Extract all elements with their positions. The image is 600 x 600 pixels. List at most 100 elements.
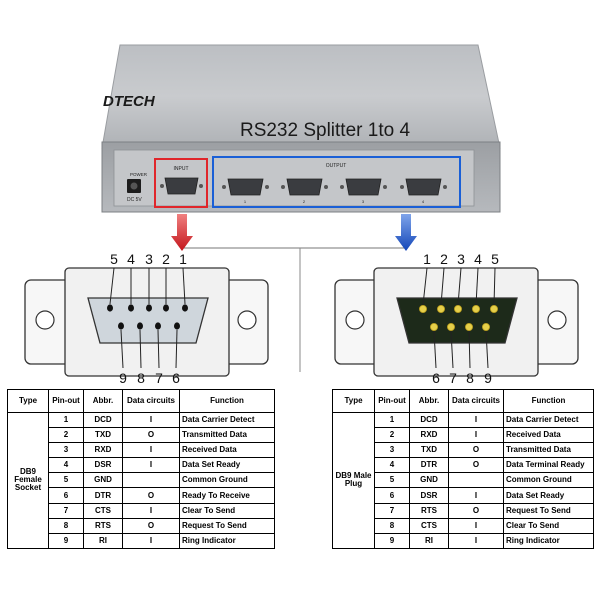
- pin-6: [429, 322, 438, 331]
- function-cell: Clear To Send: [179, 502, 275, 519]
- pin-2: [163, 304, 169, 312]
- function-cell: Ring Indicator: [503, 532, 594, 549]
- pin-8: [464, 322, 473, 331]
- pin-4: [471, 304, 480, 313]
- pin-number-label: 7: [449, 370, 457, 386]
- data-circuit-cell: I: [122, 442, 180, 459]
- data-circuit-cell: O: [122, 427, 180, 444]
- pin-number-label: 6: [432, 370, 440, 386]
- pin-leader-line: [422, 267, 428, 306]
- output-port-3[interactable]: 3: [340, 178, 387, 204]
- pin-leader-line: [450, 330, 454, 369]
- mount-hole-icon: [345, 310, 365, 330]
- data-circuit-cell: I: [122, 502, 180, 519]
- data-circuit-cell: I: [448, 487, 504, 504]
- output-port-4[interactable]: 4: [400, 178, 447, 204]
- pin-leader-line: [109, 267, 115, 305]
- function-cell: Data Carrier Detect: [503, 411, 594, 429]
- function-cell: Request To Send: [503, 502, 594, 519]
- input-label: INPUT: [174, 166, 189, 172]
- pin-2: [436, 304, 445, 313]
- power-label: POWER: [130, 172, 148, 177]
- input-db9-port[interactable]: [160, 177, 203, 195]
- table-header-row: Type Pin-out Abbr. Data circuits Functio…: [332, 389, 594, 413]
- pin-leader-line: [175, 329, 178, 369]
- function-cell: Common Ground: [179, 472, 275, 489]
- pin-number-cell: 6: [48, 487, 84, 504]
- function-cell: Data Carrier Detect: [179, 411, 275, 429]
- pin-3: [146, 304, 152, 312]
- column-header: Data circuits: [122, 389, 180, 413]
- abbreviation-cell: RTS: [409, 502, 449, 519]
- pin-number-cell: 1: [374, 411, 410, 429]
- data-circuit-cell: O: [448, 457, 504, 474]
- mount-hole-icon: [237, 310, 257, 330]
- mount-hole-icon: [35, 310, 55, 330]
- pin-5: [107, 304, 113, 312]
- pin-number-cell: 5: [48, 472, 84, 489]
- pin-number-cell: 7: [48, 502, 84, 519]
- device-title: RS232 Splitter 1to 4: [240, 120, 410, 141]
- column-header: Function: [503, 389, 594, 413]
- abbreviation-cell: RXD: [83, 442, 123, 459]
- pin-number-cell: 7: [374, 502, 410, 519]
- function-cell: Data Terminal Ready: [503, 457, 594, 474]
- data-circuit-cell: I: [122, 457, 180, 474]
- abbreviation-cell: GND: [83, 472, 123, 489]
- connector-type-cell: DB9 Female Socket: [7, 412, 49, 549]
- pin-9: [118, 322, 124, 330]
- pin-number-label: 4: [127, 251, 135, 267]
- data-circuit-cell: I: [448, 517, 504, 534]
- input-highlight-box: [154, 158, 208, 208]
- pin-leader-line: [139, 329, 142, 369]
- db9-male-diagram: [334, 267, 579, 377]
- data-circuit-cell: O: [448, 442, 504, 459]
- pin-number-cell: 9: [374, 532, 410, 549]
- splitter-device: DTECH RS232 Splitter 1to 4 POWER DC 5V I…: [101, 44, 501, 213]
- abbreviation-cell: TXD: [409, 442, 449, 459]
- pin-4: [128, 304, 134, 312]
- abbreviation-cell: RI: [409, 532, 449, 549]
- pin-number-cell: 8: [48, 517, 84, 534]
- pin-5: [489, 304, 498, 313]
- function-cell: Received Data: [503, 427, 594, 444]
- data-circuit-cell: [448, 472, 504, 489]
- pin-leader-line: [120, 329, 124, 369]
- mount-hole-icon: [547, 310, 567, 330]
- data-circuit-cell: I: [448, 411, 504, 429]
- signal-lines: [171, 214, 417, 372]
- output-port-number: 4: [422, 199, 425, 204]
- pin-leader-line: [475, 267, 479, 306]
- abbreviation-cell: DSR: [83, 457, 123, 474]
- pin-number-label: 9: [484, 370, 492, 386]
- function-cell: Transmitted Data: [503, 442, 594, 459]
- pin-leader-line: [157, 329, 160, 369]
- pin-number-cell: 4: [48, 457, 84, 474]
- pin-1: [182, 304, 188, 312]
- output-port-number: 1: [244, 199, 247, 204]
- abbreviation-cell: DTR: [83, 487, 123, 504]
- output-port-2[interactable]: 2: [281, 178, 328, 204]
- pin-8: [137, 322, 143, 330]
- pin-number-cell: 4: [374, 457, 410, 474]
- function-cell: Clear To Send: [503, 517, 594, 534]
- pin-number-label: 9: [119, 370, 127, 386]
- pin-leader-line: [468, 330, 471, 369]
- abbreviation-cell: RI: [83, 532, 123, 549]
- function-cell: Data Set Ready: [179, 457, 275, 474]
- pin-number-label: 5: [491, 251, 499, 267]
- output-port-1[interactable]: 1: [222, 178, 269, 204]
- abbreviation-cell: DTR: [409, 457, 449, 474]
- input-arrow-icon: [171, 214, 193, 251]
- pin-number-cell: 6: [374, 487, 410, 504]
- abbreviation-cell: TXD: [83, 427, 123, 444]
- data-circuit-cell: I: [122, 532, 180, 549]
- connector-type-cell: DB9 Male Plug: [332, 412, 375, 549]
- data-circuit-cell: I: [122, 411, 180, 429]
